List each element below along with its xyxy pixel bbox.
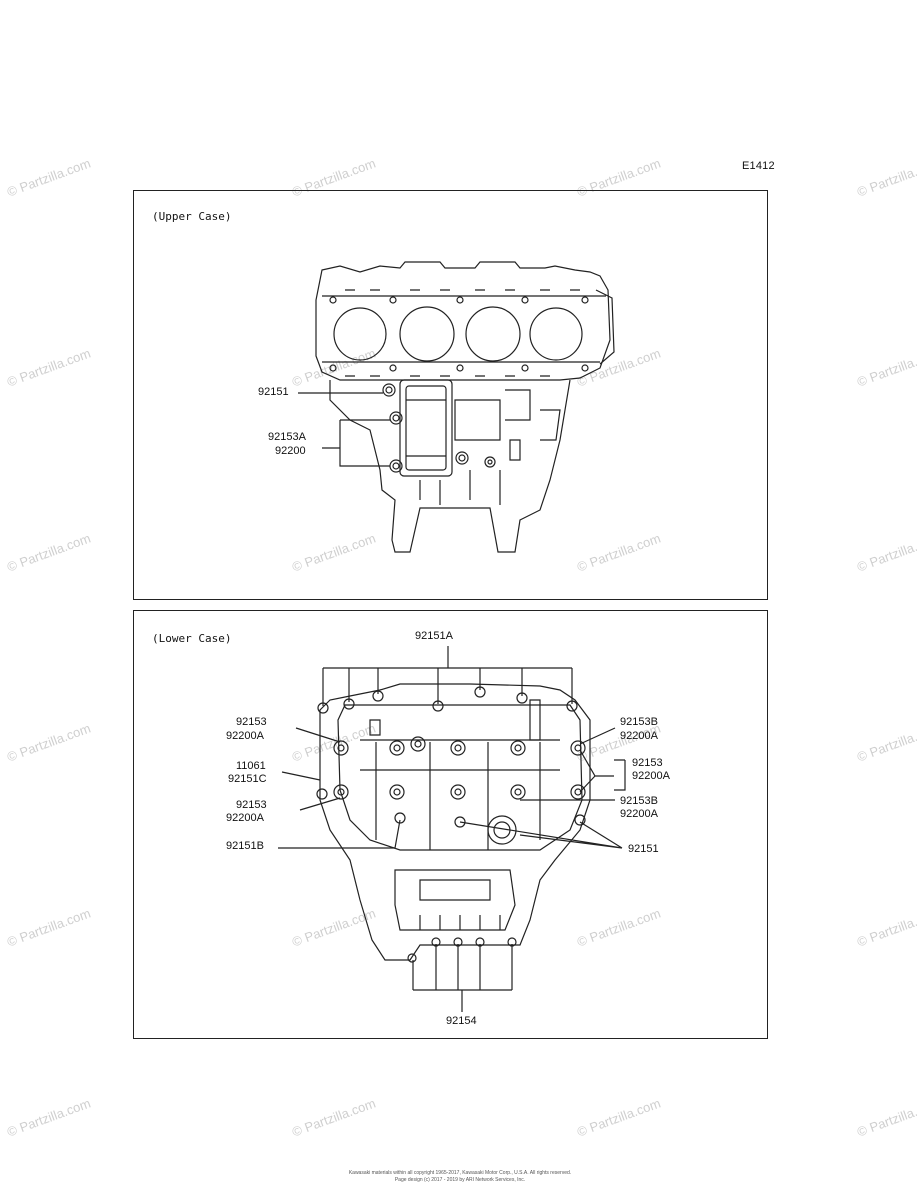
label-l1b: 92200A: [226, 730, 264, 742]
label-r3b: 92200A: [620, 808, 658, 820]
label-bottom: 92154: [446, 1015, 477, 1027]
upper-case-title: (Upper Case): [152, 210, 232, 223]
lower-case-drawing: [278, 646, 626, 1012]
label-l2b: 92151C: [228, 773, 267, 785]
upper-case-panel: [133, 190, 768, 600]
label-r2b: 92200A: [632, 770, 670, 782]
lower-case-title: (Lower Case): [152, 632, 232, 645]
upper-case-drawing: [298, 261, 615, 553]
label-r2a: 92153: [632, 757, 663, 769]
label-92153A: 92153A: [268, 431, 306, 443]
label-r1a: 92153B: [620, 716, 658, 728]
copyright-footer-line2: Page design (c) 2017 - 2019 by ARI Netwo…: [394, 1177, 526, 1183]
label-r3a: 92153B: [620, 795, 658, 807]
label-l2a: 11061: [236, 760, 266, 772]
label-r4: 92151: [628, 843, 659, 855]
label-92151: 92151: [258, 386, 289, 398]
label-92200: 92200: [275, 445, 306, 457]
label-r1b: 92200A: [620, 730, 658, 742]
label-l1a: 92153: [236, 716, 267, 728]
label-l3a: 92153: [236, 799, 267, 811]
label-top: 92151A: [415, 630, 453, 642]
copyright-footer-line1: Kawasaki materials within all copyright …: [348, 1170, 572, 1176]
label-l4: 92151B: [226, 840, 264, 852]
page-code: E1412: [742, 160, 775, 172]
label-l3b: 92200A: [226, 812, 264, 824]
lower-case-panel: [133, 610, 768, 1039]
